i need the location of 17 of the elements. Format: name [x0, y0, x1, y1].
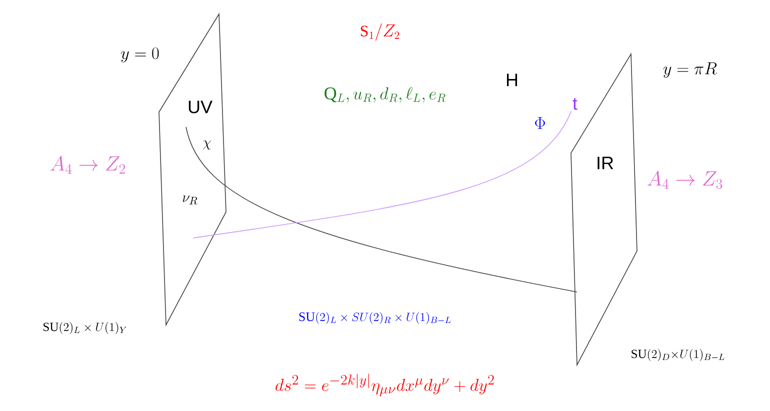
group-label: $\mathrm{SU}(2)_L \times SU(2)_R \times U(1)_{B-L}$ [299, 312, 451, 324]
orbifold-label: $\mathrm{S}_1/Z_2$ [360, 23, 400, 41]
group-label: $\mathrm{SU}(2)_L \times U(1)_Y$ [44, 322, 126, 334]
field-curve [192, 110, 572, 238]
field-label: t [572, 98, 578, 110]
y-label: $y = \pi R$ [663, 62, 717, 78]
field-label: $\chi$ [203, 140, 211, 150]
metric-formula: $ds^2 = e^{-2k|y|}\eta_{\mu\nu}dx^\mu dy^\nu + dy^2$ [276, 374, 494, 396]
field-label: H [506, 74, 518, 86]
field-label: $\nu_R$ [182, 195, 198, 205]
fermion-label: $\mathrm{Q}_L, u_R, d_R, \ell_L, e_R$ [324, 87, 446, 103]
group-label: $\mathrm{SU}(2)_D {\times} U(1)_{B-L}$ [632, 349, 724, 361]
field-curve [186, 126, 578, 292]
symmetry-label: $A_4 \to Z_2$ [50, 156, 126, 174]
symmetry-label: $A_4 \to Z_3$ [647, 170, 722, 189]
field-label: $\Phi$ [535, 117, 545, 129]
y-label: $y = 0$ [121, 47, 159, 62]
